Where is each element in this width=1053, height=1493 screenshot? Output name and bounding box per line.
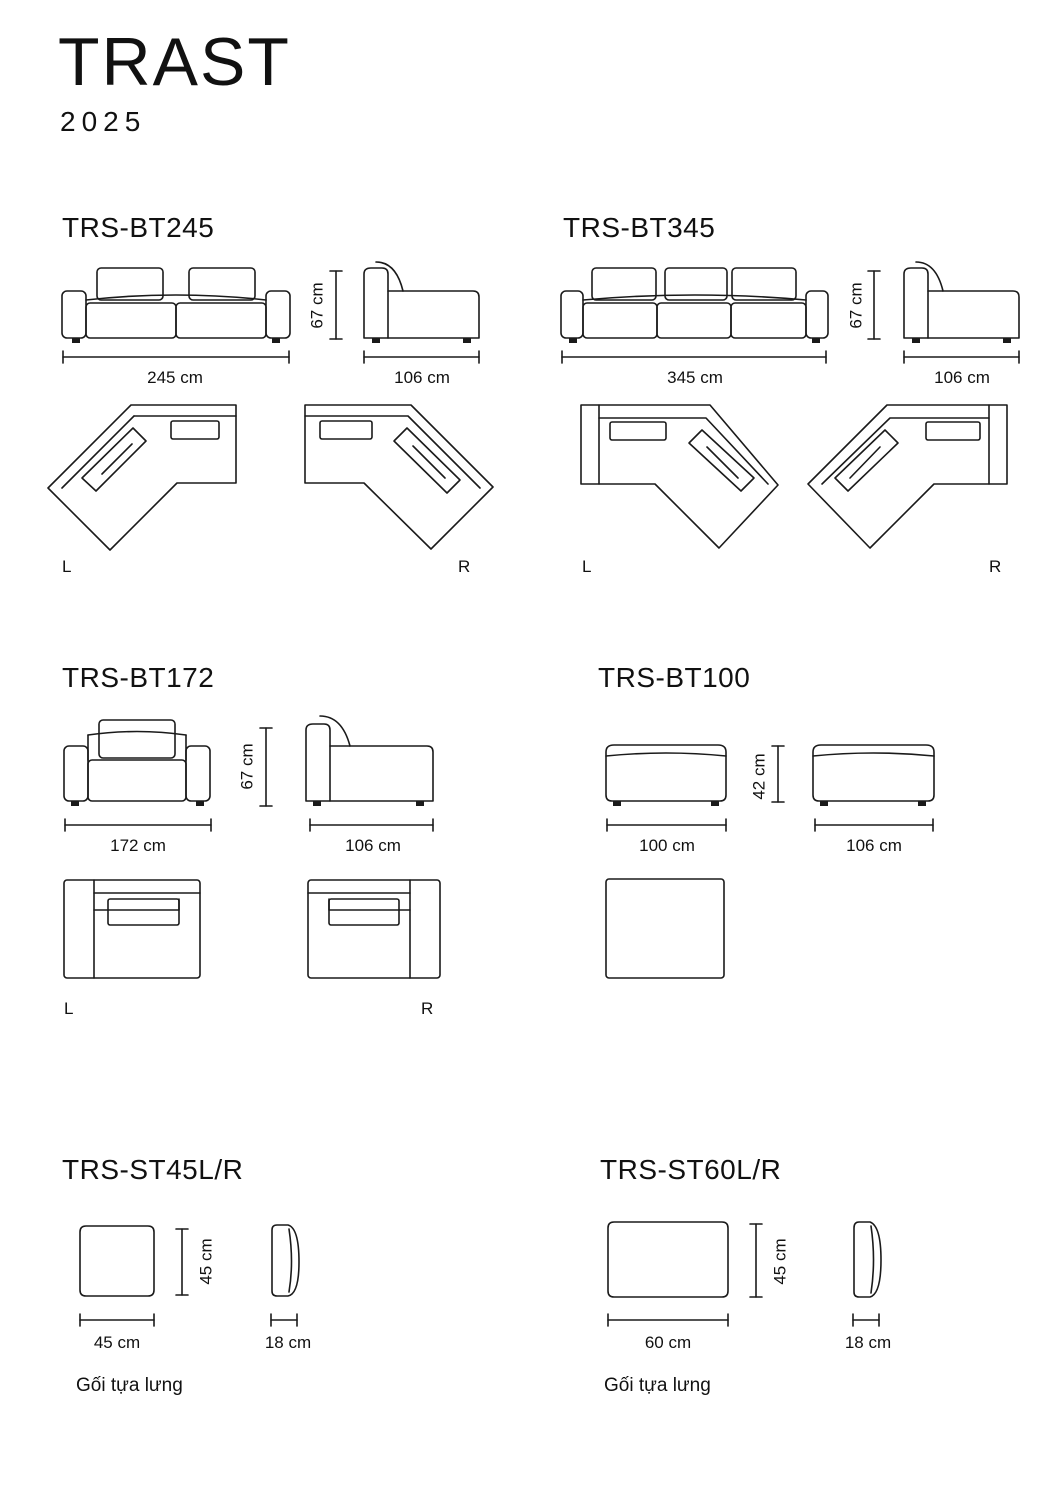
bt345-width-dim-line	[561, 350, 827, 364]
bt245-depth-dim-line	[363, 350, 480, 364]
st45-height-dim-line	[175, 1228, 189, 1296]
st60-caption: Gối tựa lưng	[604, 1375, 711, 1396]
bt172-height-label: 67 cm	[237, 743, 257, 790]
bt100-height-dim-line	[771, 745, 785, 803]
bt245-side-view	[363, 261, 480, 343]
bt100-height-label: 42 cm	[749, 753, 769, 800]
bt245-height-dim-line	[329, 270, 343, 340]
bt172-depth-dim-line	[309, 818, 434, 832]
bt245-depth-label: 106 cm	[394, 368, 450, 387]
bt172-height-dim-line	[259, 727, 273, 807]
bt245-top-view-right	[304, 404, 494, 550]
st60-front-view	[607, 1221, 729, 1298]
model-title-st45: TRS-ST45L/R	[62, 1154, 244, 1185]
bt345-height-label: 67 cm	[846, 282, 866, 329]
st60-depth-dim-line	[852, 1313, 880, 1327]
st60-height-dim-line	[749, 1223, 763, 1298]
bt345-top-view-left	[580, 404, 779, 549]
st45-height-label: 45 cm	[196, 1238, 216, 1285]
st60-depth-label: 18 cm	[844, 1333, 892, 1352]
st60-width-dim-line	[607, 1313, 729, 1327]
bt345-depth-label: 106 cm	[934, 368, 990, 387]
model-title-st60: TRS-ST60L/R	[600, 1154, 782, 1185]
bt345-height-dim-line	[867, 270, 881, 340]
bt345-right-label: R	[989, 557, 1002, 576]
bt100-depth-label: 106 cm	[846, 836, 902, 855]
brand-title: TRAST	[58, 24, 291, 100]
st45-side-view	[271, 1224, 300, 1297]
bt345-width-label: 345 cm	[667, 368, 723, 387]
bt245-front-view	[61, 267, 291, 343]
st45-depth-label: 18 cm	[264, 1333, 312, 1352]
st60-width-label: 60 cm	[644, 1333, 692, 1352]
st45-caption: Gối tựa lưng	[76, 1375, 183, 1396]
bt245-right-label: R	[458, 557, 471, 576]
bt100-side-view	[812, 744, 935, 806]
model-title-bt172: TRS-BT172	[62, 662, 215, 693]
bt172-right-label: R	[421, 999, 434, 1018]
bt100-top-view	[605, 878, 725, 979]
bt345-top-view-right	[807, 404, 1008, 549]
st60-height-label: 45 cm	[770, 1238, 790, 1285]
bt245-width-dim-line	[62, 350, 290, 364]
bt172-width-dim-line	[64, 818, 212, 832]
bt345-front-view	[560, 267, 829, 343]
bt172-left-label: L	[64, 999, 74, 1018]
bt245-left-label: L	[62, 557, 72, 576]
bt345-left-label: L	[582, 557, 592, 576]
st45-width-label: 45 cm	[93, 1333, 141, 1352]
bt245-top-view-left	[47, 404, 237, 551]
bt172-top-view-right	[307, 879, 441, 979]
st45-front-view	[79, 1225, 155, 1297]
brand-year: 2025	[60, 106, 147, 137]
bt245-width-label: 245 cm	[147, 368, 203, 387]
bt100-width-label: 100 cm	[639, 836, 695, 855]
bt100-width-dim-line	[606, 818, 727, 832]
st60-side-view	[853, 1221, 882, 1298]
st45-depth-dim-line	[270, 1313, 298, 1327]
bt345-side-view	[903, 261, 1020, 343]
bt100-front-view	[605, 744, 727, 806]
model-title-bt245: TRS-BT245	[62, 212, 215, 243]
bt172-front-view	[63, 719, 211, 806]
model-title-bt345: TRS-BT345	[563, 212, 716, 243]
bt345-depth-dim-line	[903, 350, 1020, 364]
bt172-width-label: 172 cm	[110, 836, 166, 855]
bt100-depth-dim-line	[814, 818, 934, 832]
st45-width-dim-line	[79, 1313, 155, 1327]
model-title-bt100: TRS-BT100	[598, 662, 751, 693]
bt172-top-view-left	[63, 879, 201, 979]
bt245-height-label: 67 cm	[307, 282, 327, 329]
bt172-depth-label: 106 cm	[345, 836, 401, 855]
bt172-side-view	[305, 715, 434, 806]
